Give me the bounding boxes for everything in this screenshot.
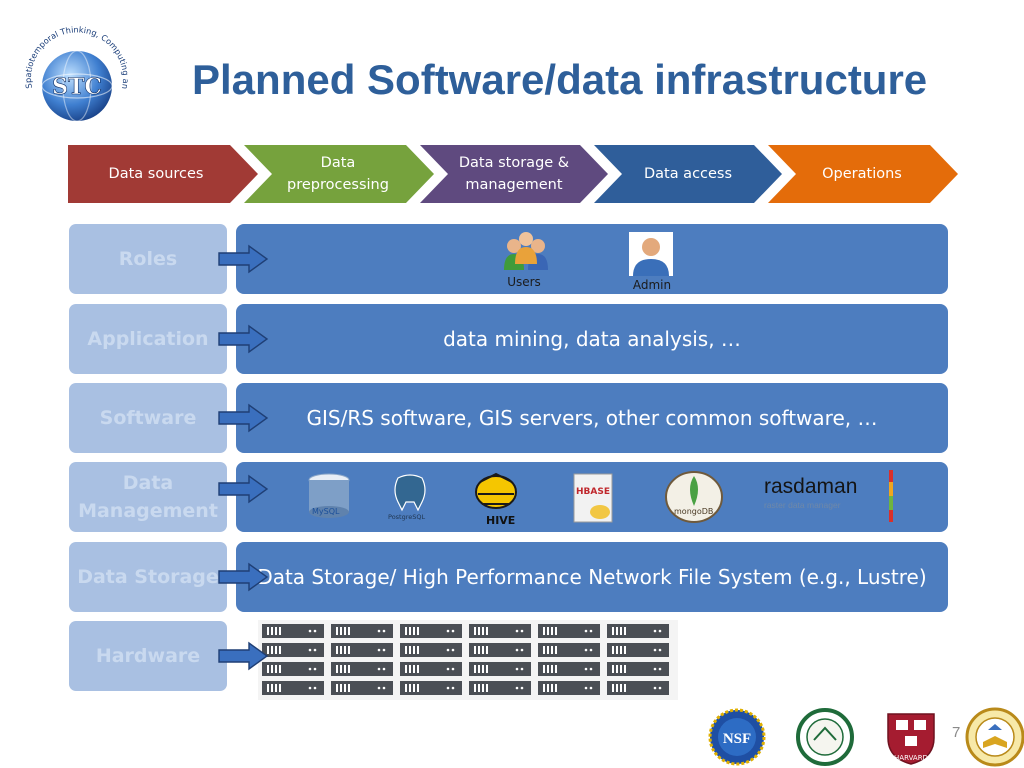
pipeline-label-preprocessing: Data preprocessing	[287, 155, 389, 193]
server-unit	[400, 643, 462, 657]
layer-panel-data-storage: Data Storage/ High Performance Network F…	[236, 542, 948, 612]
nsf-wordmark: NSF	[723, 731, 751, 747]
arrow-icon	[218, 562, 269, 592]
server-unit	[262, 643, 324, 657]
server-unit	[262, 662, 324, 676]
users-caption: Users	[507, 275, 541, 289]
pipeline-shapes	[68, 145, 958, 203]
server-unit	[538, 662, 600, 676]
server-unit	[331, 662, 393, 676]
server-unit	[538, 643, 600, 657]
server-unit	[607, 624, 669, 638]
server-unit	[262, 624, 324, 638]
layer-label-data-management: Data Management	[69, 462, 227, 532]
layer-panel-software: GIS/RS software, GIS servers, other comm…	[236, 383, 948, 453]
layer-label-hardware: Hardware	[69, 621, 227, 691]
server-unit	[538, 681, 600, 695]
mongodb-logo: mongoDB	[665, 471, 723, 523]
pipeline-label-operations: Operations	[822, 166, 902, 182]
pipeline-step-data-sources	[68, 145, 258, 203]
pipeline-label-data-sources: Data sources	[108, 166, 204, 182]
users-icon	[504, 232, 548, 270]
pipeline-step-operations	[768, 145, 958, 203]
layer-label-software: Software	[69, 383, 227, 453]
stc-logo-acronym: STC	[52, 74, 102, 100]
rasdaman-tagline: raster data manager	[764, 500, 841, 510]
pipeline-label-storage: Data storage & management	[458, 155, 570, 193]
server-rack	[258, 620, 678, 700]
hive-wordmark: HIVE	[486, 514, 515, 526]
server-unit	[331, 643, 393, 657]
admin-icon	[629, 232, 673, 276]
admin-caption: Admin	[632, 278, 672, 292]
server-unit	[469, 624, 531, 638]
arrow-icon	[218, 324, 269, 354]
server-unit	[262, 681, 324, 695]
server-unit	[607, 681, 669, 695]
mongodb-wordmark: mongoDB	[674, 507, 713, 516]
server-unit	[607, 662, 669, 676]
page-title: Planned Software/data infrastructure	[192, 56, 928, 103]
rasdaman-wordmark: rasdaman	[764, 475, 857, 498]
layer-label-roles: Roles	[69, 224, 227, 294]
postgresql-wordmark: PostgreSQL	[388, 513, 425, 521]
gmu-seal-logo	[796, 708, 854, 766]
layer-panel-roles	[236, 224, 948, 294]
harvard-logo: HARVARD	[887, 713, 935, 765]
server-unit	[469, 681, 531, 695]
arrow-icon	[218, 403, 269, 433]
rasdaman-logo: rasdaman raster data manager	[764, 470, 893, 522]
pipeline: Data sources Data preprocessing Data sto…	[68, 145, 958, 203]
nsf-logo: NSF	[708, 708, 766, 766]
seal-logo	[965, 707, 1024, 767]
server-unit	[469, 643, 531, 657]
hive-logo: HIVE	[475, 472, 517, 526]
layer-panel-application: data mining, data analysis, …	[236, 304, 948, 374]
server-unit	[331, 681, 393, 695]
server-rack-grid	[262, 624, 669, 695]
server-unit	[469, 662, 531, 676]
layer-label-data-storage: Data Storage	[69, 542, 227, 612]
page-number: 7	[952, 724, 961, 741]
server-unit	[331, 624, 393, 638]
server-unit	[400, 662, 462, 676]
arrow-icon	[218, 474, 269, 504]
harvard-wordmark: HARVARD	[894, 754, 928, 762]
server-unit	[400, 681, 462, 695]
arrow-icon	[218, 641, 269, 671]
pipeline-step-preprocessing	[244, 145, 434, 203]
postgresql-logo: PostgreSQL	[388, 474, 426, 521]
server-unit	[538, 624, 600, 638]
mysql-wordmark: MySQL	[312, 507, 340, 516]
hbase-wordmark: HBASE	[576, 487, 610, 497]
mysql-logo: MySQL	[308, 473, 350, 518]
stc-logo: Spatiotemporal Thinking, Computing and A…	[18, 20, 131, 122]
layer-label-application: Application	[69, 304, 227, 374]
hbase-logo: HBASE	[573, 473, 613, 523]
server-unit	[400, 624, 462, 638]
arrow-icon	[218, 244, 269, 274]
server-unit	[607, 643, 669, 657]
pipeline-label-access: Data access	[643, 166, 733, 182]
pipeline-step-storage	[420, 145, 608, 203]
pipeline-step-access	[594, 145, 782, 203]
